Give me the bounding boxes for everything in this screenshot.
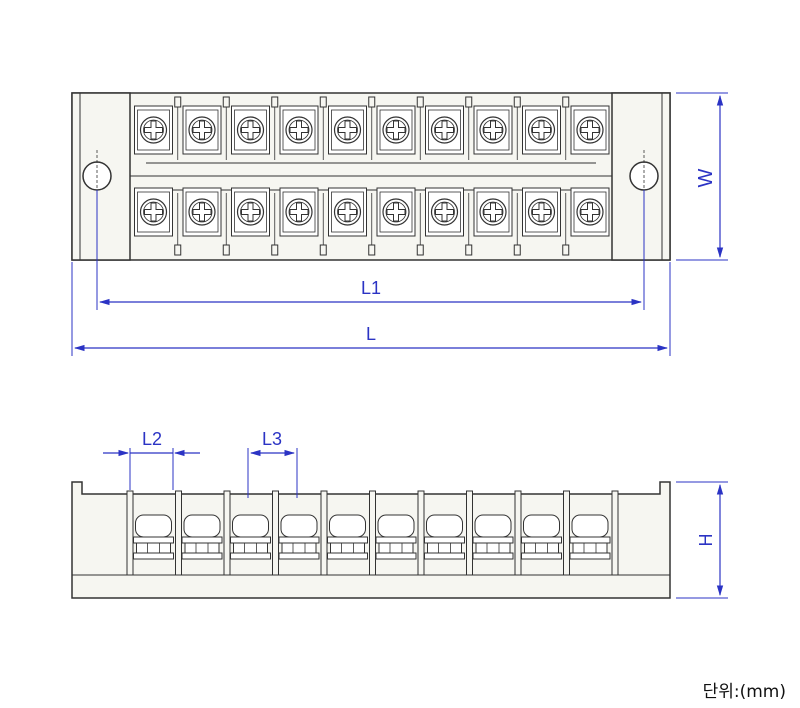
side-barrier (417, 490, 425, 576)
terminal-screw (376, 187, 416, 237)
terminal-screw (134, 105, 173, 155)
side-terminal (230, 514, 271, 560)
dimension-l3: L3 (247, 429, 298, 498)
separator-post-bottom (319, 244, 327, 256)
terminal-screw (182, 105, 222, 155)
side-terminal (375, 514, 417, 560)
terminal-screw (425, 105, 464, 155)
side-barrier (466, 490, 473, 576)
terminal-screw (182, 187, 222, 237)
terminal-screw (473, 187, 513, 237)
separator-post-bottom (513, 244, 521, 256)
side-terminal (569, 514, 611, 560)
terminal-screw (570, 187, 610, 237)
dimension-w: W (676, 92, 728, 261)
separator-post-bottom (174, 244, 182, 256)
terminal-screw (134, 187, 173, 237)
terminal-screw (522, 105, 561, 155)
side-barrier (272, 490, 279, 576)
terminal-screw (522, 187, 561, 237)
separator-post-top (368, 96, 376, 108)
terminal-screw (425, 187, 464, 237)
dim-l2-label: L2 (142, 429, 162, 449)
side-terminal (327, 514, 368, 560)
terminal-screw (231, 187, 270, 237)
terminal-screw (473, 105, 513, 155)
dim-l1-label: L1 (361, 278, 381, 298)
separator-post-bottom (222, 244, 230, 256)
separator-post-top (319, 96, 327, 108)
side-terminals (126, 490, 619, 576)
side-barrier (126, 490, 134, 576)
terminal-screw (279, 187, 319, 237)
dim-w-label: W (695, 168, 717, 187)
side-barrier (514, 490, 522, 576)
dim-h-label: H (696, 534, 716, 547)
terminal-screw (570, 105, 610, 155)
side-barrier (611, 490, 619, 576)
separator-post-top (271, 96, 279, 108)
separator-post-bottom (416, 244, 424, 256)
dim-l-label: L (366, 324, 376, 344)
side-barrier (369, 490, 376, 576)
side-view (71, 481, 671, 599)
terminal-screw (328, 187, 367, 237)
dimension-l1: L1 (96, 190, 645, 310)
terminal-screw (328, 105, 367, 155)
separator-post-top (222, 96, 230, 108)
separator-post-top (416, 96, 424, 108)
side-terminal (472, 514, 514, 560)
separator-post-bottom (368, 244, 376, 256)
top-terminals (134, 96, 610, 256)
top-view (71, 92, 671, 261)
unit-note: 단위:(mm) (702, 682, 786, 702)
separator-post-bottom (562, 244, 570, 256)
terminal-screw (279, 105, 319, 155)
dimension-l: L (71, 262, 671, 356)
side-terminal (278, 514, 320, 560)
terminal-screw (376, 105, 416, 155)
separator-post-top (513, 96, 521, 108)
side-barrier (175, 490, 182, 576)
separator-post-top (174, 96, 182, 108)
side-terminal (133, 514, 174, 560)
dimension-l2: L2 (103, 429, 200, 490)
dim-l3-label: L3 (262, 429, 282, 449)
side-terminal (181, 514, 223, 560)
side-barrier (320, 490, 328, 576)
separator-post-top (562, 96, 570, 108)
side-terminal (521, 514, 562, 560)
separator-post-bottom (465, 244, 473, 256)
side-barrier (223, 490, 231, 576)
side-terminal (424, 514, 465, 560)
terminal-screw (231, 105, 270, 155)
side-barrier (563, 490, 570, 576)
separator-post-top (465, 96, 473, 108)
dimension-h: H (676, 481, 728, 599)
separator-post-bottom (271, 244, 279, 256)
